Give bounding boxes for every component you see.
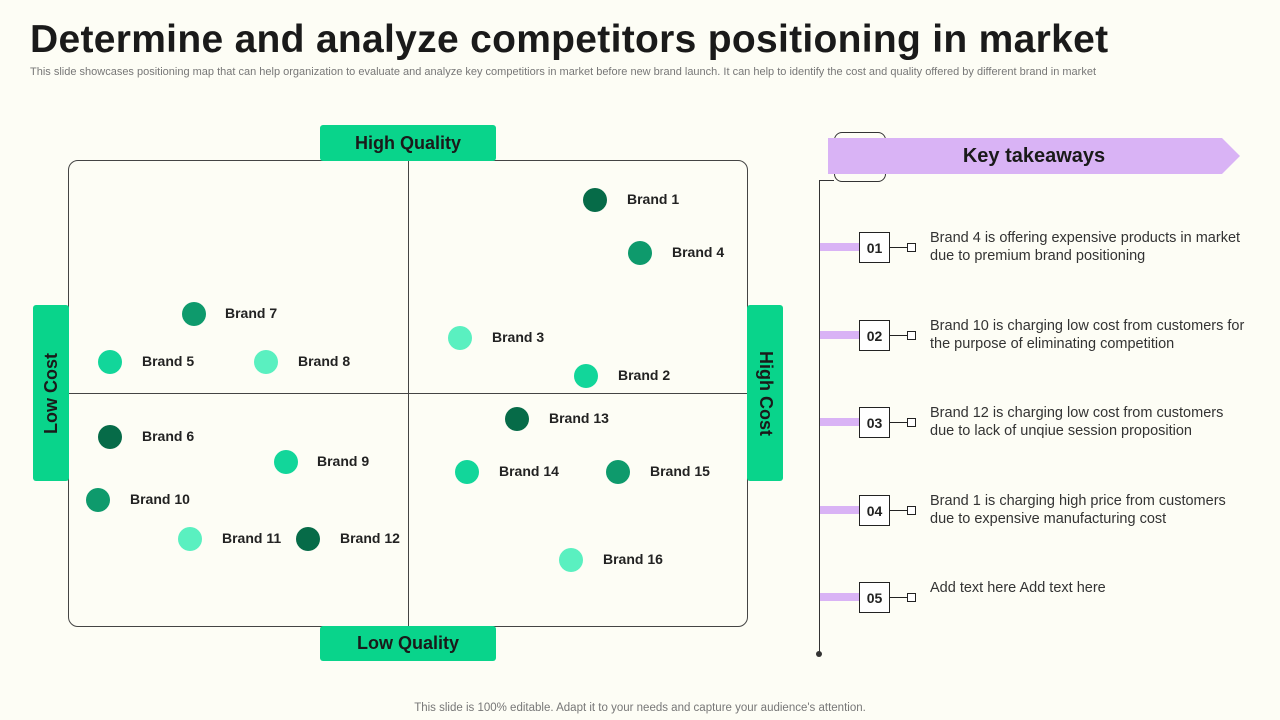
brand-label: Brand 16 [603,551,663,567]
page-subtitle: This slide showcases positioning map tha… [30,66,1096,78]
brand-label: Brand 11 [222,530,282,546]
timeline-end-dot [816,651,822,657]
brand-label: Brand 3 [492,329,545,345]
brand-marker [98,350,122,374]
brand-label: Brand 9 [317,453,370,469]
page-title: Determine and analyze competitors positi… [30,18,1109,61]
brand-label: Brand 13 [549,410,609,426]
brand-marker [296,527,320,551]
takeaway-text: Brand 4 is offering expensive products i… [930,230,1241,264]
takeaways-title: Key takeaways [962,145,1106,167]
takeaway-square-marker [907,593,916,602]
brand-label: Brand 2 [618,367,671,383]
takeaway-bar [820,593,860,601]
takeaways-banner: Key takeaways [828,138,1240,174]
takeaway-square-marker [907,243,916,252]
footer-note: This slide is 100% editable. Adapt it to… [414,702,866,714]
takeaways-timeline [819,180,820,654]
brand-label: Brand 14 [499,463,559,479]
brand-marker [178,527,202,551]
axis-label-high-cost: High Cost [747,305,783,481]
takeaway-connector [890,510,908,511]
axis-label-low-cost: Low Cost [33,305,69,481]
takeaway-bar [820,243,860,251]
brand-label: Brand 7 [225,305,278,321]
takeaway-text: Brand 1 is charging high price from cust… [930,493,1226,527]
takeaway-number: 02 [859,320,890,351]
axis-label-low-quality: Low Quality [320,626,496,661]
brand-label: Brand 10 [130,491,190,507]
takeaway-text: Brand 10 is charging low cost from custo… [930,318,1245,352]
takeaway-connector [890,335,908,336]
brand-marker [254,350,278,374]
banner-arrow-shape [828,138,1240,174]
takeaway-number: 01 [859,232,890,263]
takeaway-square-marker [907,506,916,515]
brand-marker [274,450,298,474]
brand-marker [182,302,206,326]
brand-label: Brand 4 [672,244,725,260]
takeaway-connector [890,422,908,423]
takeaway-connector [890,247,908,248]
takeaway-text: Brand 12 is charging low cost from custo… [930,405,1224,439]
takeaway-square-marker [907,331,916,340]
takeaway-number: 03 [859,407,890,438]
brand-marker [628,241,652,265]
brand-marker [559,548,583,572]
brand-label: Brand 1 [627,191,680,207]
brand-marker [98,425,122,449]
brand-marker [86,488,110,512]
brand-label: Brand 5 [142,353,195,369]
axis-label-high-quality: High Quality [320,125,496,161]
takeaway-text: Add text here Add text here [930,580,1106,596]
takeaway-bar [820,506,860,514]
takeaway-connector [890,597,908,598]
takeaway-bar [820,331,860,339]
brand-marker [505,407,529,431]
brand-marker [455,460,479,484]
horizontal-axis-line [69,393,747,394]
takeaway-number: 05 [859,582,890,613]
brand-marker [583,188,607,212]
takeaway-square-marker [907,418,916,427]
brand-label: Brand 12 [340,530,400,546]
brand-marker [574,364,598,388]
brand-label: Brand 6 [142,428,195,444]
timeline-top-connector [819,180,834,181]
takeaway-number: 04 [859,495,890,526]
brand-marker [448,326,472,350]
brand-label: Brand 15 [650,463,710,479]
brand-marker [606,460,630,484]
brand-label: Brand 8 [298,353,351,369]
takeaway-bar [820,418,860,426]
